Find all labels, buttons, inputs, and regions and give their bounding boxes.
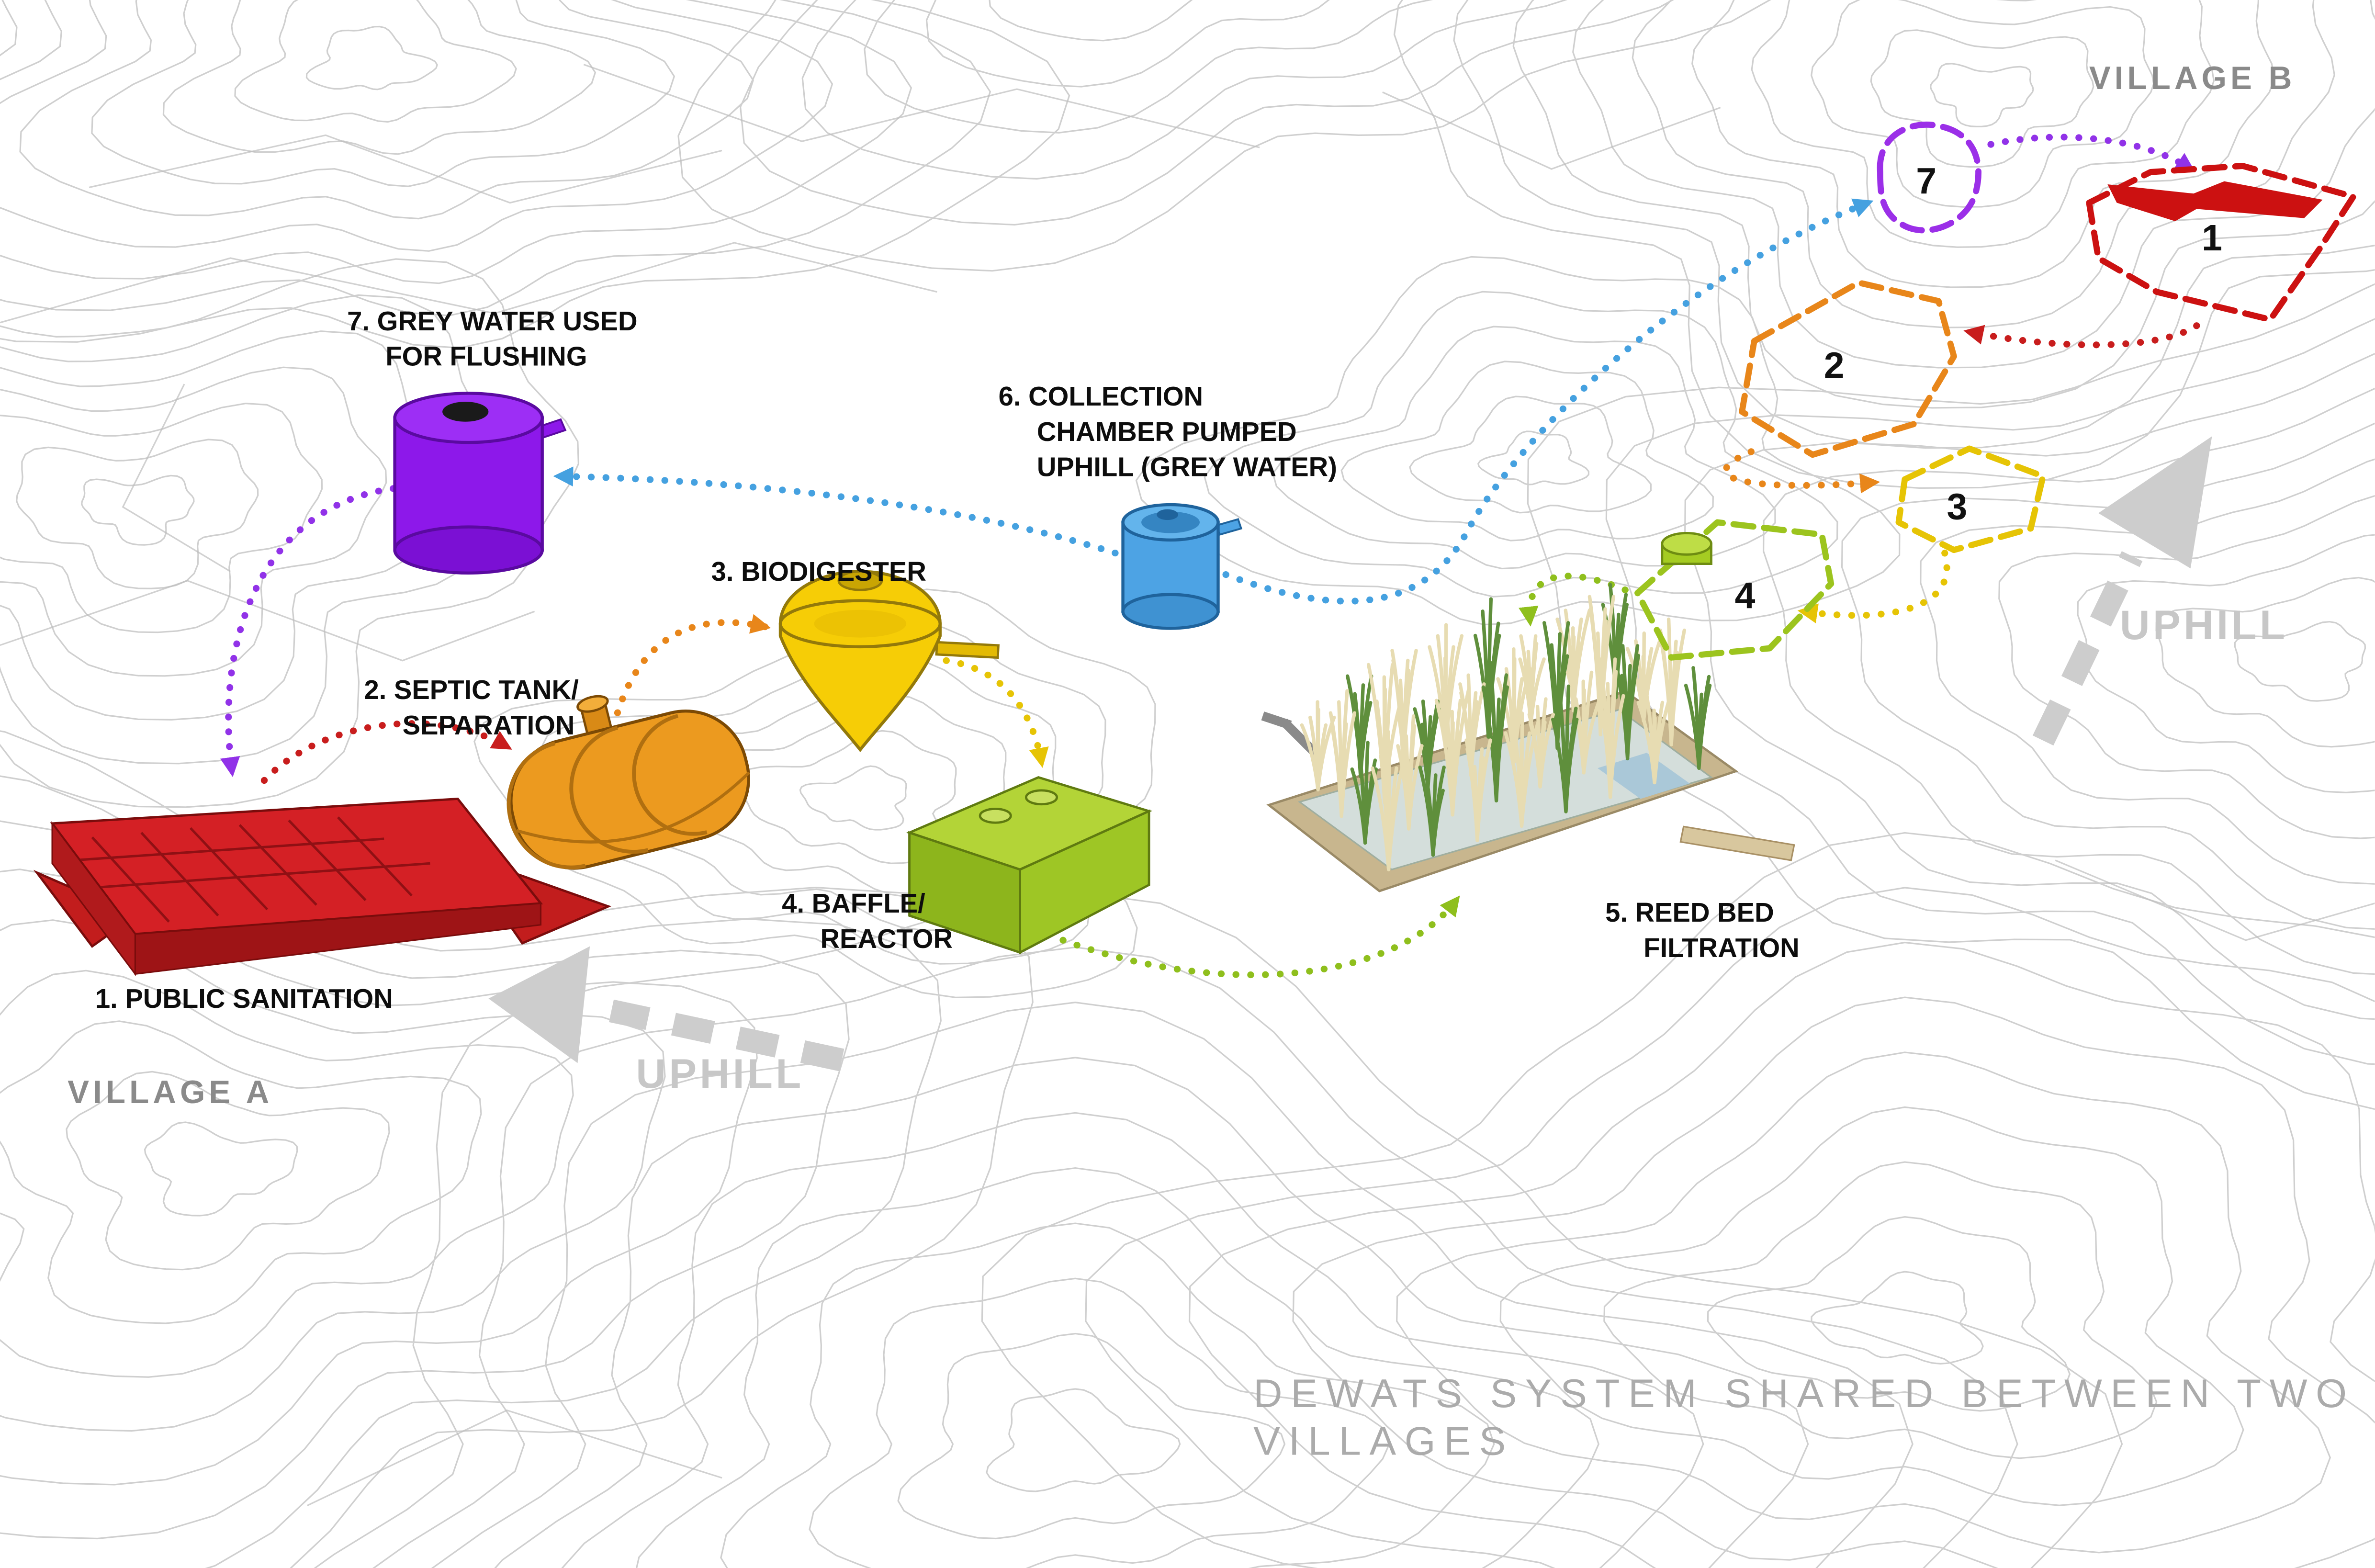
village-b-marker-2: 2 [1739,279,1957,458]
flow-6-to-7-village-b [1222,198,1874,605]
marker-7-number: 7 [1916,160,1936,202]
village-b-marker-3: 3 [1895,445,2046,553]
uphill-label-left: UPHILL [636,1050,804,1097]
marker-4-number: 4 [1735,575,1756,617]
septic-tank [507,695,750,870]
marker-2-number: 2 [1824,345,1845,386]
reed-plants [1300,583,1712,871]
label-biodigester: 3. BIODIGESTER [711,556,926,587]
label-baffle-reactor: 4. BAFFLE/ REACTOR [782,888,953,954]
diagram-caption: DEWATS SYSTEM SHARED BETWEEN TWO VILLAGE… [1253,1370,2355,1464]
flow-lines [220,134,2200,979]
collection-chamber-tank [1121,503,1243,630]
flow-6-to-7-village-a [553,466,1119,557]
village-b-label: VILLAGE B [2089,61,2296,97]
uphill-label-right: UPHILL [2120,602,2288,649]
marker-3-number: 3 [1947,486,1967,528]
marker-1-number: 1 [2202,217,2222,259]
greywater-flush-tank [393,392,567,575]
label-collection-chamber: 6. COLLECTION CHAMBER PUMPED UPHILL (GRE… [998,381,1337,483]
village-b-marker-7: 7 [1877,121,1981,234]
biodigester-tank [778,570,1000,752]
village-b-marker-1: 1 [2086,163,2357,323]
public-sanitation-building [33,798,612,977]
field-boundary-lines [0,64,2375,1506]
uphill-arrow-left [488,946,844,1072]
village-a-label: VILLAGE A [68,1075,273,1111]
label-public-sanitation: 1. PUBLIC SANITATION [95,983,393,1014]
baffle-reactor-box [906,776,1152,955]
flow-1-to-2-village-a [260,720,512,784]
flow-1-to-2-village-b [1963,322,2200,349]
flow-7-to-1-village-a [220,485,397,778]
uphill-arrow-right [2032,436,2212,746]
flow-2-to-3-village-b [1722,448,1880,494]
flow-2-to-3-village-a [614,614,771,716]
flow-3-to-4-village-a [943,657,1049,768]
flow-4-to-5-village-b [1519,573,1629,627]
label-greywater-flushing: 7. GREY WATER USED FOR FLUSHING [347,305,638,372]
flow-4-to-5-village-a [1059,895,1460,979]
flow-7-to-1-village-b [1987,134,2196,173]
village-b-marker-4: 4 [1634,519,1835,661]
flow-3-to-4-village-b [1797,550,1950,623]
label-reed-bed: 5. REED BED FILTRATION [1605,897,1800,964]
label-septic-tank: 2. SEPTIC TANK/ SEPARATION [364,674,579,741]
